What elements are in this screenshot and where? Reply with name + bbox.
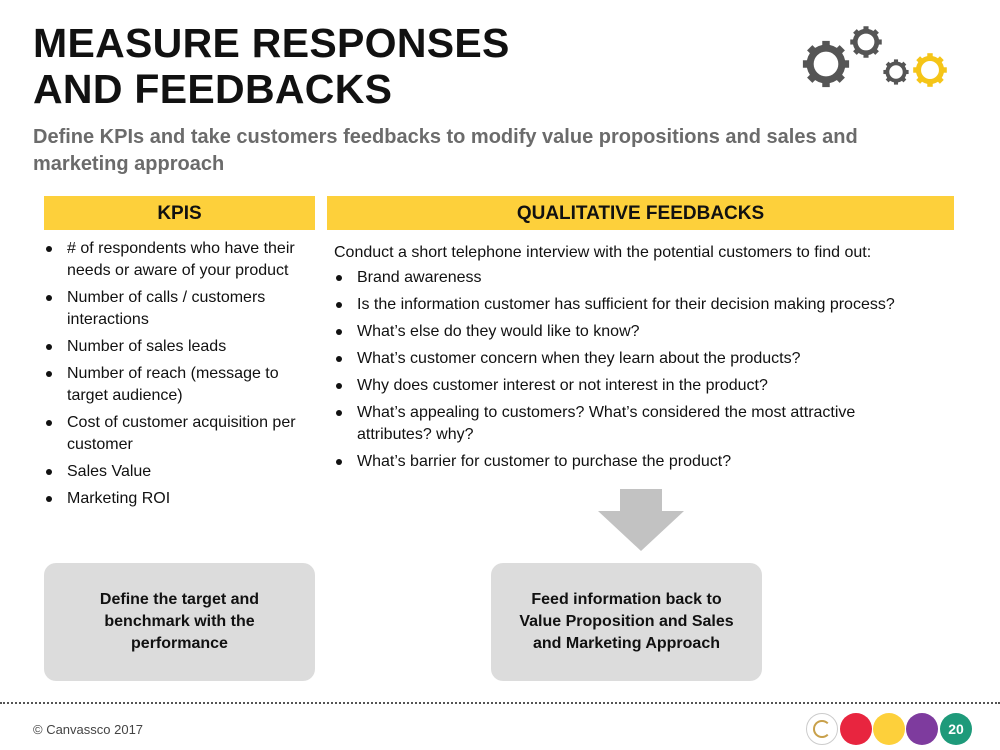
- title-line-1: MEASURE RESPONSES: [33, 20, 510, 66]
- footer-divider: [0, 702, 1000, 704]
- kpi-item-respondents: # of respondents who have their needs or…: [44, 238, 304, 282]
- qual-item-interest: Why does customer interest or not intere…: [334, 375, 934, 397]
- kpi-item-sales-value: Sales Value: [44, 461, 304, 483]
- kpi-item-marketing-roi: Marketing ROI: [44, 488, 304, 510]
- gears-icon: [796, 22, 956, 100]
- qual-item-barrier: What’s barrier for customer to purchase …: [334, 451, 934, 473]
- qual-item-information: Is the information customer has sufficie…: [334, 294, 934, 316]
- kpi-item-acquisition-cost: Cost of customer acquisition per custome…: [44, 412, 304, 456]
- feedback-summary-box: Feed information back to Value Propositi…: [491, 563, 762, 681]
- qualitative-intro: Conduct a short telephone interview with…: [334, 244, 872, 261]
- qual-item-appealing: What’s appealing to customers? What’s co…: [334, 402, 934, 446]
- gear-large-icon: [803, 41, 849, 87]
- kpi-item-reach: Number of reach (message to target audie…: [44, 363, 304, 407]
- gear-top-icon: [850, 26, 882, 58]
- kpis-summary-box: Define the target and benchmark with the…: [44, 563, 315, 681]
- kpi-list: # of respondents who have their needs or…: [44, 238, 304, 515]
- kpi-item-calls: Number of calls / customers interactions: [44, 287, 304, 331]
- feedback-summary-text: Feed information back to Value Propositi…: [519, 591, 734, 652]
- gear-yellow-icon: [913, 53, 947, 87]
- title-line-2: AND FEEDBACKS: [33, 66, 393, 112]
- gear-small-icon: [883, 59, 908, 84]
- canvassco-logo-icon: [806, 713, 838, 745]
- purple-circle-icon: [906, 713, 938, 745]
- yellow-circle-icon: [873, 713, 905, 745]
- page-subtitle: Define KPIs and take customers feedbacks…: [33, 126, 858, 175]
- page-title: MEASURE RESPONSES AND FEEDBACKS: [33, 20, 510, 112]
- copyright-text: © Canvassco 2017: [33, 722, 144, 737]
- qual-item-concern: What’s customer concern when they learn …: [334, 348, 934, 370]
- page-number: 20: [940, 713, 972, 745]
- kpis-heading: KPIS: [44, 196, 315, 230]
- kpi-item-sales-leads: Number of sales leads: [44, 336, 304, 358]
- qualitative-list: Brand awareness Is the information custo…: [334, 267, 934, 478]
- qualitative-feedbacks-heading: QUALITATIVE FEEDBACKS: [327, 196, 954, 230]
- arrow-down-icon: [598, 489, 684, 551]
- kpis-summary-text: Define the target and benchmark with the…: [99, 591, 260, 652]
- red-circle-icon: [840, 713, 872, 745]
- qual-item-brand-awareness: Brand awareness: [334, 267, 934, 289]
- qual-item-like-to-know: What’s else do they would like to know?: [334, 321, 934, 343]
